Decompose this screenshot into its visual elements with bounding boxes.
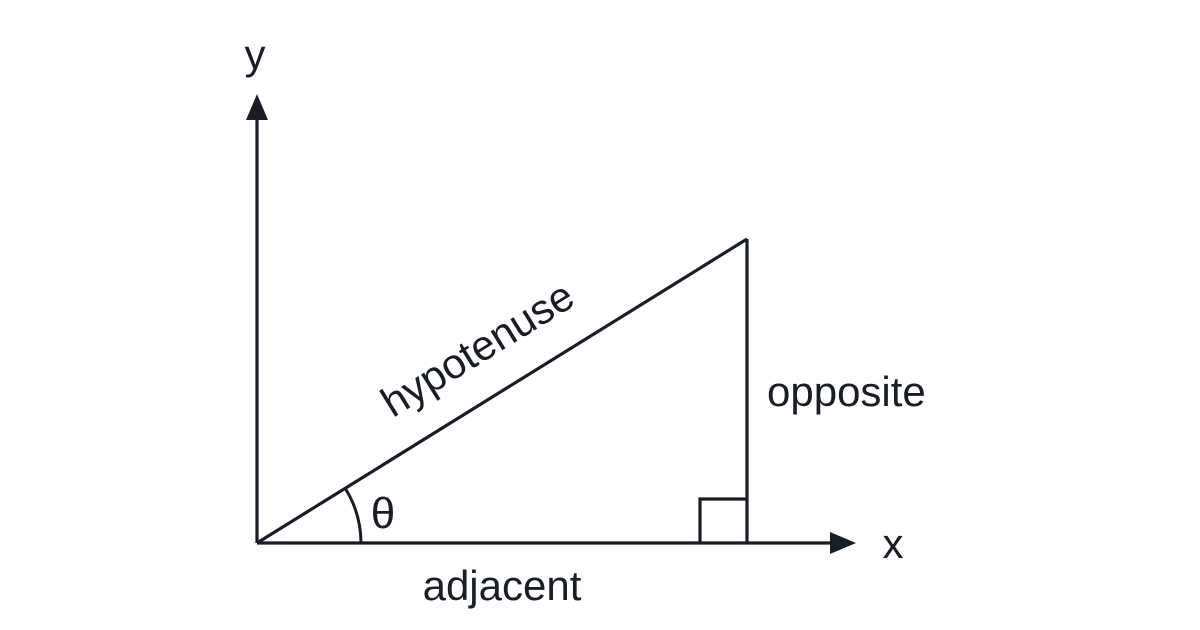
angle-theta-label: θ (371, 489, 395, 538)
y-axis-label: y (245, 31, 266, 78)
arrow-up-icon (246, 94, 268, 120)
arrow-right-icon (830, 532, 856, 554)
right-angle-marker-icon (698, 497, 747, 543)
x-axis-label: x (883, 520, 904, 567)
hypotenuse-line (256, 237, 748, 545)
hypotenuse-label: hypotenuse (373, 271, 582, 425)
angle-arc-icon (343, 487, 363, 544)
opposite-label: opposite (767, 368, 926, 415)
adjacent-label: adjacent (423, 562, 582, 609)
